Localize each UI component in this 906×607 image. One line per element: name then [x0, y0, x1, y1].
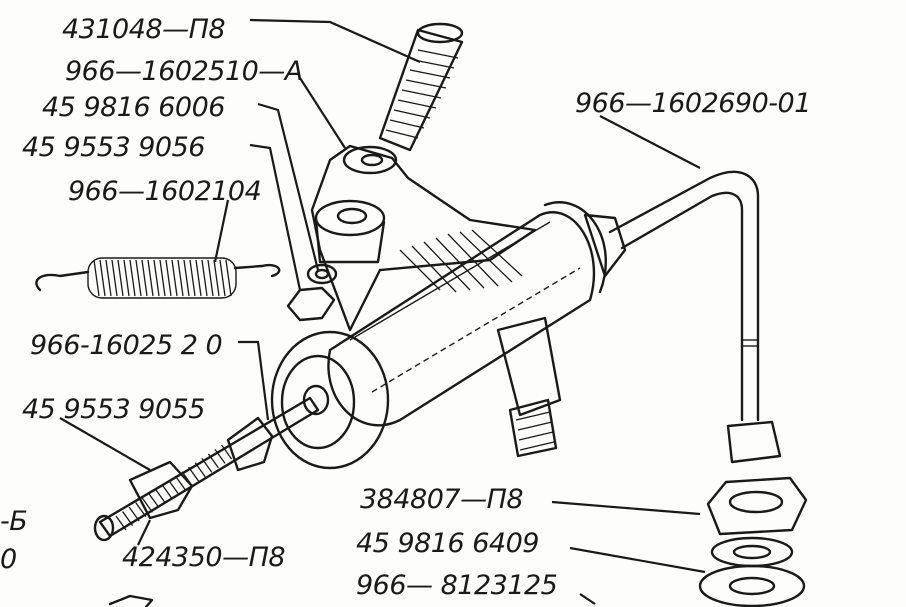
label-boot: 966-16025 2 0	[30, 330, 222, 361]
label-washer-top: 45 9816 6006	[42, 92, 225, 123]
label-nut-rod: 45 9553 9055	[22, 394, 205, 425]
label-edge-b: -Б	[0, 506, 27, 537]
label-edge-zero: 0	[0, 544, 17, 575]
pin-part	[378, 22, 464, 152]
boot-part	[270, 330, 390, 470]
label-pipe: 966—1602690-01	[575, 88, 811, 119]
label-bracket: 966—1602510—А	[65, 56, 303, 87]
pipe-part	[608, 170, 808, 607]
cylinder-body	[327, 201, 627, 458]
label-pin: 431048—П8	[62, 14, 225, 45]
bracket-washer-nut	[286, 263, 338, 322]
leader-lines	[59, 18, 706, 605]
label-spring: 966—1602104	[68, 176, 261, 207]
label-nut-pipe: 384807—П8	[360, 484, 523, 515]
spring-part	[35, 257, 281, 299]
push-rod-part	[93, 396, 320, 542]
bracket-part	[310, 144, 537, 332]
label-washer-pipe: 45 9816 6409	[356, 528, 539, 559]
label-rod: 424350—П8	[122, 542, 285, 573]
label-nut-top: 45 9553 9056	[22, 132, 205, 163]
cropped-part-fragment	[108, 594, 154, 607]
label-lockwasher: 966— 8123125	[356, 570, 557, 601]
